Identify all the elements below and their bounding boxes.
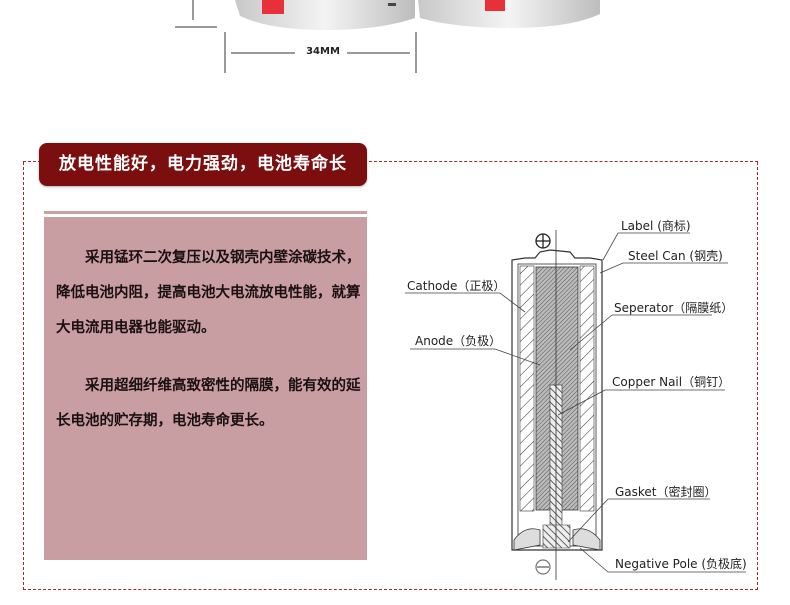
diagram-label-negative-pole: Negative Pole (负极底) <box>615 557 747 571</box>
description-paragraph-1: 采用锰环二次复压以及钢壳内壁涂碳技术，降低电池内阻，提高电池大电流放电性能，就算… <box>56 249 361 336</box>
negative-terminal-icon <box>535 559 551 575</box>
section-banner: 放电性能好，电力强劲，电池寿命长 <box>39 143 367 186</box>
dashed-frame-top <box>23 161 758 162</box>
diagram-label-separator: Seperator（隔膜纸） <box>614 301 734 315</box>
diagram-label-steel-can: Steel Can (钢壳) <box>628 249 723 263</box>
diagram-label-label: Label (商标) <box>621 219 691 233</box>
description-box: 采用锰环二次复压以及钢壳内壁涂碳技术，降低电池内阻，提高电池大电流放电性能，就算… <box>44 217 367 560</box>
diagram-label-cathode: Cathode（正极） <box>407 279 506 293</box>
diagram-label-gasket: Gasket（密封圈） <box>615 485 717 499</box>
diagram-label-copper-nail: Copper Nail（铜钉） <box>612 375 731 389</box>
battery-bottoms-image <box>175 0 600 73</box>
dashed-frame <box>23 162 758 590</box>
text-box-strip <box>44 211 367 214</box>
battery-cross-section-diagram <box>405 230 746 580</box>
diagram-label-anode: Anode（负极） <box>415 334 502 348</box>
description-paragraph-2: 采用超细纤维高致密性的隔膜，能有效的延长电池的贮存期，电池寿命更长。 <box>56 377 361 429</box>
width-dimension-label: 34MM <box>306 46 340 57</box>
